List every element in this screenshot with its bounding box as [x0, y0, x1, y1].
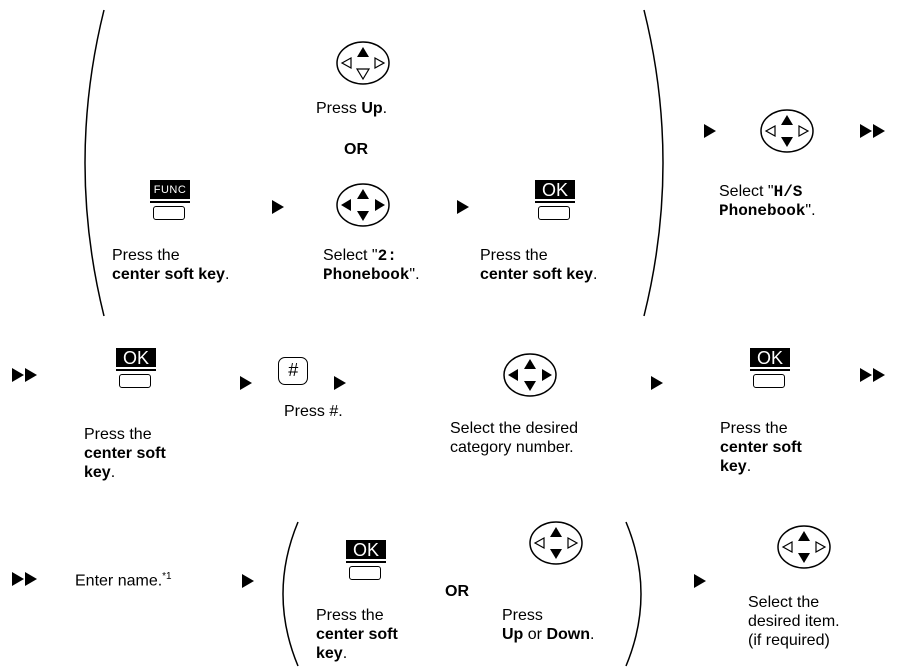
- select-phonebook-line1: Select "2:: [323, 247, 397, 265]
- double-arrow-right-icon: [860, 368, 886, 382]
- select-item-line1: Select the: [748, 594, 820, 611]
- press-hash-text: Press #.: [284, 403, 343, 420]
- select-phonebook-line2: Phonebook".: [323, 266, 420, 284]
- navigator-updown-icon: [777, 525, 831, 569]
- navigator-updown-icon: [760, 109, 814, 153]
- ok-soft-key-icon: OK: [745, 348, 795, 390]
- func-step-text-line1: Press the: [112, 247, 180, 264]
- ok-soft-key-icon: OK: [111, 348, 161, 390]
- ok-soft-key-icon: OK: [341, 540, 391, 582]
- updown-line1: Press: [502, 607, 543, 624]
- ok3-step-line3: key.: [720, 458, 752, 475]
- hash-key-icon: #: [278, 357, 308, 385]
- arrow-right-icon: [704, 124, 716, 138]
- double-arrow-right-icon: [860, 124, 886, 138]
- func-soft-key-icon: FUNC: [145, 180, 195, 222]
- arrow-right-icon: [457, 200, 469, 214]
- or-label: OR: [445, 583, 469, 600]
- arrow-right-icon: [240, 376, 252, 390]
- ok4-step-line1: Press the: [316, 607, 384, 624]
- or-label: OR: [344, 141, 368, 158]
- navigator-all-icon: [336, 183, 390, 227]
- ok3-step-line1: Press the: [720, 420, 788, 437]
- ok-soft-key-icon: OK: [530, 180, 580, 222]
- navigator-updown-icon: [529, 521, 583, 565]
- arrow-right-icon: [272, 200, 284, 214]
- category-line2: category number.: [450, 439, 574, 456]
- press-up-text: Press Up.: [316, 100, 388, 117]
- enter-name-text: Enter name.*1: [75, 571, 172, 590]
- ok2-step-line1: Press the: [84, 426, 152, 443]
- ok4-step-line3: key.: [316, 645, 348, 662]
- category-line1: Select the desired: [450, 420, 579, 437]
- arrow-right-icon: [334, 376, 346, 390]
- arrow-right-icon: [694, 574, 706, 588]
- select-hs-line2: Phonebook".: [719, 202, 816, 220]
- ok-step-text-line1: Press the: [480, 247, 548, 264]
- left-parenthesis: [84, 9, 105, 317]
- ok4-step-line2: center soft: [316, 626, 398, 643]
- ok2-step-line3: key.: [84, 464, 116, 481]
- func-step-text-line2: center soft key.: [112, 266, 230, 283]
- select-item-line3: (if required): [748, 632, 830, 649]
- updown-line2: Up or Down.: [502, 626, 595, 643]
- select-item-line2: desired item.: [748, 613, 840, 630]
- right-parenthesis: [643, 9, 664, 317]
- double-arrow-right-icon: [12, 368, 38, 382]
- arrow-right-icon: [651, 376, 663, 390]
- arrow-right-icon: [242, 574, 254, 588]
- navigator-up-icon: [336, 41, 390, 85]
- double-arrow-right-icon: [12, 572, 38, 586]
- footnote-marker: *1: [162, 571, 172, 582]
- ok3-step-line2: center soft: [720, 439, 802, 456]
- navigator-all-icon: [503, 353, 557, 397]
- ok-step-text-line2: center soft key.: [480, 266, 598, 283]
- ok2-step-line2: center soft: [84, 445, 166, 462]
- left-parenthesis: [282, 521, 299, 667]
- select-hs-line1: Select "H/S: [719, 183, 803, 201]
- right-parenthesis: [625, 521, 642, 667]
